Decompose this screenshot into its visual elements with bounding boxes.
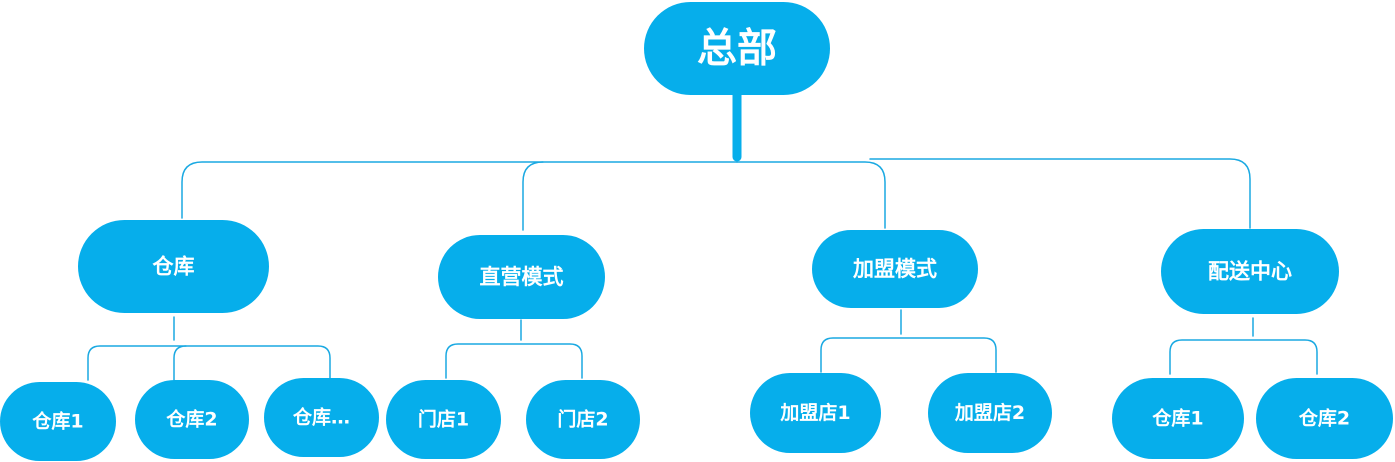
group-children-connector xyxy=(173,345,187,381)
leaf-node[interactable]: 仓库2 xyxy=(135,380,249,459)
group-children-connector xyxy=(445,343,583,379)
root-to-groups-connector xyxy=(869,158,1251,229)
group-node-label: 仓库 xyxy=(152,255,195,279)
group-node-franchise[interactable]: 加盟模式 xyxy=(812,230,978,308)
leaf-node[interactable]: 加盟店2 xyxy=(928,373,1052,453)
group-node-label: 加盟模式 xyxy=(852,257,937,281)
leaf-node-label: 仓库1 xyxy=(1151,407,1203,430)
group-children-connector xyxy=(820,337,997,373)
leaf-node[interactable]: 仓库1 xyxy=(1112,378,1244,459)
leaf-node-label: 加盟店2 xyxy=(954,401,1025,424)
leaf-node-label: 仓库2 xyxy=(165,408,217,431)
leaf-node[interactable]: 门店2 xyxy=(526,380,640,459)
root-node-label: 总部 xyxy=(697,26,777,72)
root-node[interactable]: 总部 xyxy=(644,2,830,95)
connectors xyxy=(87,90,1318,381)
group-children-connector xyxy=(87,345,331,381)
leaf-node-label: 门店2 xyxy=(557,408,608,431)
root-to-groups-connector xyxy=(522,161,544,231)
leaf-node[interactable]: 加盟店1 xyxy=(750,373,881,453)
group-children-connector xyxy=(1169,339,1318,375)
leaf-node-label: 仓库… xyxy=(292,406,350,429)
group-node-label: 直营模式 xyxy=(480,265,564,289)
leaf-node-label: 仓库1 xyxy=(31,410,83,433)
group-node-direct-store[interactable]: 直营模式 xyxy=(438,235,605,319)
root-to-groups-connector xyxy=(181,161,738,219)
root-to-groups-connector xyxy=(736,161,886,229)
leaf-node[interactable]: 仓库2 xyxy=(1256,378,1393,459)
leaf-node[interactable]: 仓库1 xyxy=(0,382,116,461)
group-node-warehouse[interactable]: 仓库 xyxy=(78,220,269,313)
leaf-node-label: 加盟店1 xyxy=(779,401,850,424)
group-node-label: 配送中心 xyxy=(1208,260,1292,284)
group-node-distribution-center[interactable]: 配送中心 xyxy=(1161,229,1339,314)
leaf-node-label: 门店1 xyxy=(418,408,469,431)
leaf-node[interactable]: 仓库… xyxy=(264,378,379,457)
leaf-node-label: 仓库2 xyxy=(1298,407,1350,430)
leaf-node[interactable]: 门店1 xyxy=(386,380,501,459)
